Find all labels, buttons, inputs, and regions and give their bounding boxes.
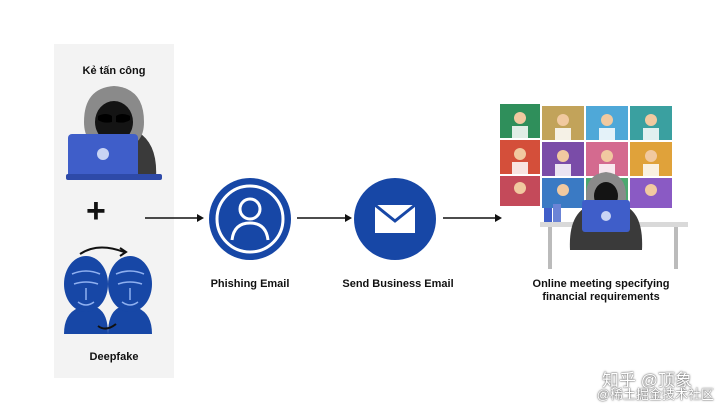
phishing-label: Phishing Email [210, 278, 290, 290]
watermark-zhihu: 知乎 @顶象 [602, 371, 692, 390]
attacker-label: Kẻ tấn công [82, 65, 146, 77]
face-scan-deepfake-icon [64, 246, 152, 334]
hooded-hacker-laptop-icon [66, 86, 162, 180]
deepfake-label: Deepfake [89, 351, 139, 363]
envelope-circle-icon [354, 178, 436, 260]
arrow-to-phishing [145, 214, 204, 222]
send-email-label: Send Business Email [342, 278, 454, 290]
arrow-to-meeting [443, 214, 502, 222]
watermark-juejin: @稀土掘金技术社区 [596, 387, 714, 402]
plus-sign: + [86, 192, 106, 230]
video-conference-hacker-icon [500, 104, 688, 269]
meeting-label: Online meeting specifying financial requ… [532, 278, 670, 303]
user-circle-icon [209, 178, 291, 260]
arrow-to-send [297, 214, 352, 222]
